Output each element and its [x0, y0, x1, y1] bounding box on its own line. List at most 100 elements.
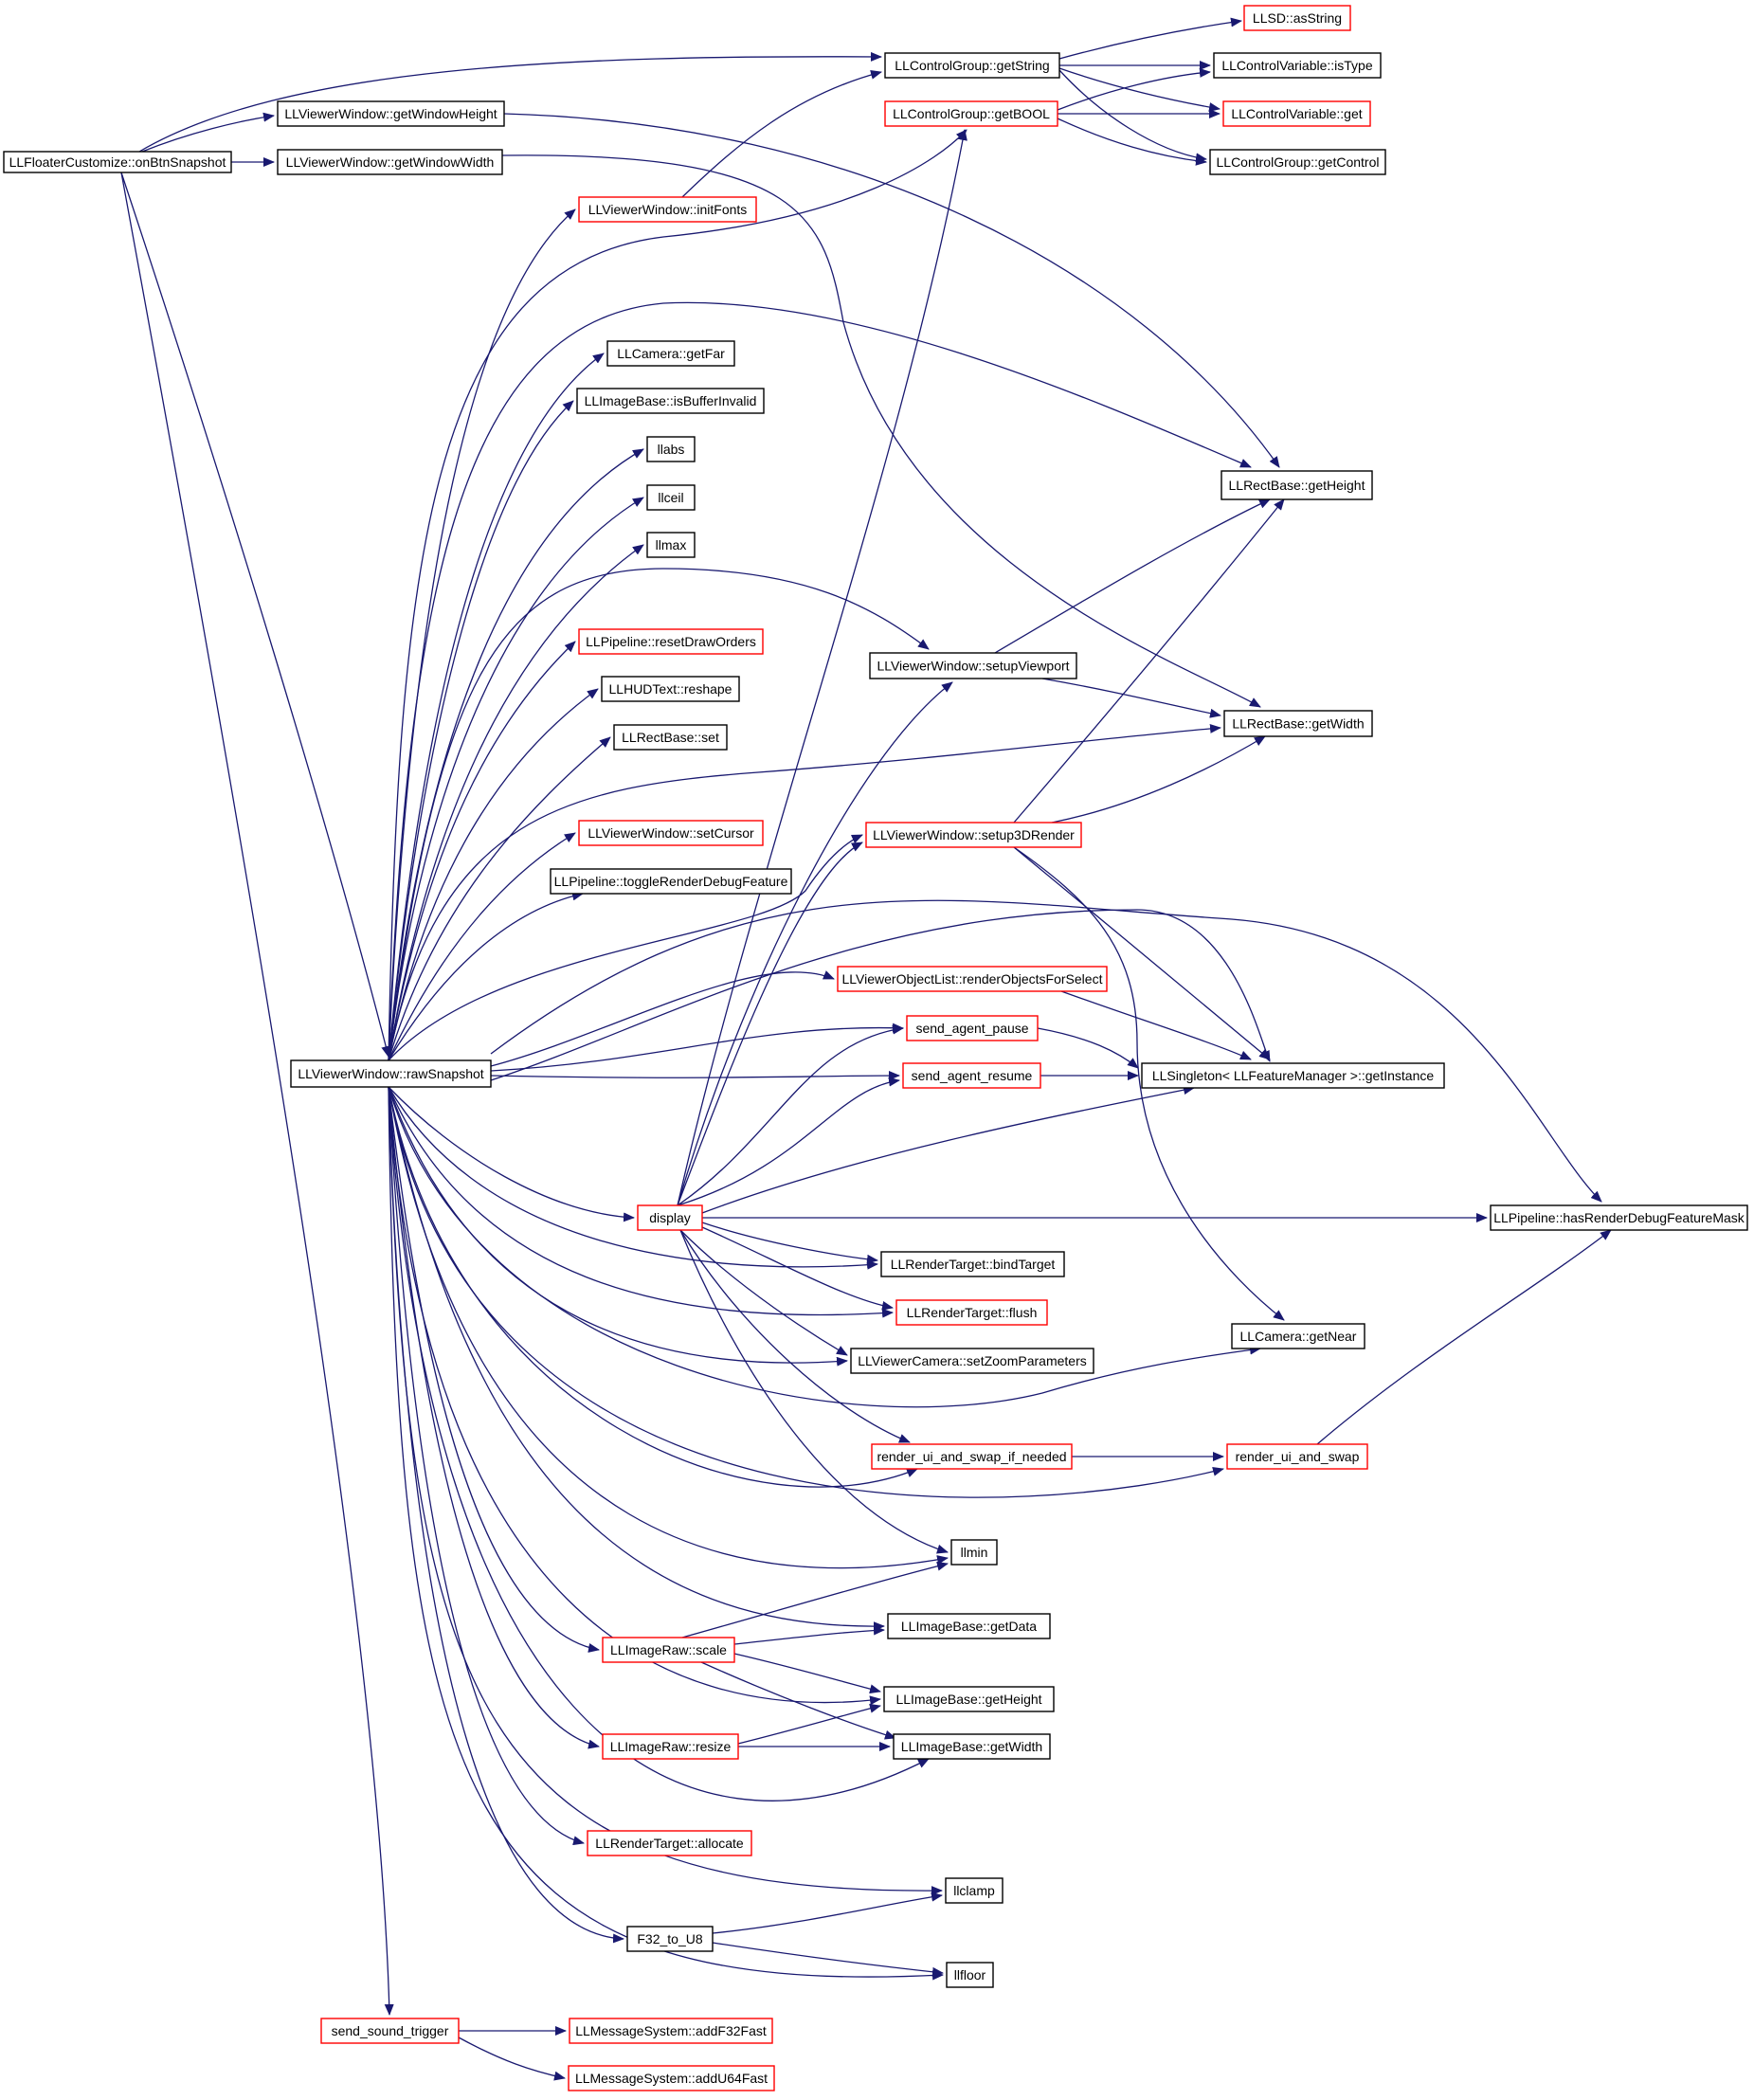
call-edge [1316, 1229, 1612, 1445]
call-edge [1057, 118, 1207, 166]
node-label: LLViewerWindow::setup3DRender [873, 827, 1075, 842]
graph-node[interactable]: LLImageRaw::scale [602, 1637, 735, 1663]
graph-node[interactable]: LLPipeline::resetDrawOrders [578, 628, 764, 655]
graph-node[interactable]: LLViewerCamera::setZoomParameters [850, 1348, 1094, 1374]
call-edge [490, 970, 835, 1067]
graph-node[interactable]: LLControlGroup::getControl [1209, 149, 1386, 175]
graph-node[interactable]: LLControlGroup::getString [884, 52, 1060, 79]
call-edge [679, 1229, 949, 1554]
node-label: LLControlGroup::getBOOL [893, 106, 1050, 121]
graph-node[interactable]: LLImageBase::getData [887, 1613, 1051, 1639]
graph-node[interactable]: LLCamera::getFar [606, 340, 735, 367]
graph-node[interactable]: F32_to_U8 [626, 1926, 714, 1952]
node-label: llfloor [954, 1967, 986, 1982]
graph-node[interactable]: LLViewerWindow::rawSnapshot [290, 1059, 492, 1088]
node-box [578, 820, 764, 846]
graph-node[interactable]: LLViewerWindow::setup3DRender [865, 822, 1082, 848]
graph-node[interactable]: llceil [646, 484, 696, 511]
graph-node[interactable]: llmin [950, 1539, 998, 1566]
graph-node[interactable]: LLRectBase::getHeight [1221, 470, 1373, 500]
graph-node[interactable]: LLViewerObjectList::renderObjectsForSele… [837, 966, 1108, 992]
node-label: LLSingleton< LLFeatureManager >::getInst… [1152, 1068, 1435, 1083]
graph-node[interactable]: LLRenderTarget::bindTarget [880, 1251, 1065, 1277]
node-label: LLImageRaw::resize [610, 1739, 732, 1754]
graph-node[interactable]: LLPipeline::hasRenderDebugFeatureMask [1490, 1204, 1748, 1231]
node-box [893, 1733, 1051, 1760]
graph-node[interactable]: LLRenderTarget::allocate [587, 1830, 752, 1856]
node-box [606, 340, 735, 367]
graph-node[interactable]: LLRectBase::set [613, 724, 728, 751]
node-box [1213, 52, 1382, 79]
call-edge [677, 1077, 900, 1206]
node-label: LLCamera::getNear [1240, 1329, 1357, 1344]
node-label: LLImageBase::getData [901, 1619, 1037, 1634]
graph-node[interactable]: render_ui_and_swap_if_needed [871, 1443, 1073, 1470]
graph-node[interactable]: LLSD::asString [1243, 5, 1351, 31]
call-edge [677, 842, 863, 1206]
node-label: LLRenderTarget::flush [907, 1305, 1038, 1320]
graph-node[interactable]: LLViewerWindow::setCursor [578, 820, 764, 846]
node-label: llmin [961, 1545, 988, 1560]
graph-node[interactable]: llclamp [945, 1877, 1004, 1904]
graph-node[interactable]: LLControlVariable::isType [1213, 52, 1382, 79]
graph-node[interactable]: LLControlVariable::get [1222, 100, 1371, 127]
graph-node[interactable]: LLMessageSystem::addU64Fast [568, 2065, 775, 2091]
node-box [602, 1733, 739, 1760]
node-label: LLImageBase::getWidth [901, 1739, 1042, 1754]
graph-node[interactable]: LLSingleton< LLFeatureManager >::getInst… [1141, 1062, 1445, 1089]
node-label: send_sound_trigger [332, 2023, 449, 2038]
graph-node[interactable]: LLViewerWindow::initFonts [578, 196, 757, 223]
node-box [865, 822, 1082, 848]
graph-node[interactable]: LLHUDText::reshape [601, 676, 740, 702]
call-edge [1058, 69, 1207, 163]
call-edge [388, 1086, 635, 1222]
call-edge [679, 1229, 911, 1443]
call-edge [388, 1086, 600, 1653]
node-box [602, 1637, 735, 1663]
graph-node[interactable]: LLImageBase::getWidth [893, 1733, 1051, 1760]
call-edge [712, 1942, 944, 1977]
graph-node[interactable]: LLControlGroup::getBOOL [884, 100, 1058, 127]
node-box [1490, 1204, 1748, 1231]
graph-node[interactable]: LLCamera::getNear [1231, 1323, 1365, 1349]
call-edge [1013, 846, 1271, 1060]
graph-node[interactable]: LLRectBase::getWidth [1223, 710, 1373, 737]
call-edge [388, 1086, 881, 1706]
graph-node[interactable]: LLViewerWindow::getWindowWidth [277, 149, 503, 175]
graph-node[interactable]: send_sound_trigger [320, 2018, 460, 2044]
call-edge [388, 832, 576, 1061]
graph-node[interactable]: LLRenderTarget::flush [895, 1299, 1048, 1326]
call-edge [388, 891, 584, 1061]
graph-node[interactable]: LLPipeline::toggleRenderDebugFeature [550, 868, 792, 895]
node-box [277, 100, 505, 127]
node-box [945, 1877, 1004, 1904]
node-label: LLMessageSystem::addF32Fast [575, 2023, 767, 2038]
call-edge [733, 1625, 885, 1645]
call-edge [1013, 846, 1285, 1321]
graph-node[interactable]: LLImageBase::isBufferInvalid [576, 388, 765, 414]
graph-node[interactable]: LLImageBase::getHeight [883, 1686, 1055, 1712]
call-edge [388, 834, 863, 1061]
node-box [869, 652, 1077, 679]
call-edge [490, 1023, 904, 1072]
graph-node[interactable]: render_ui_and_swap [1226, 1443, 1368, 1470]
call-edge [701, 1085, 1195, 1214]
graph-node[interactable]: llfloor [946, 1962, 994, 1988]
graph-node[interactable]: display [637, 1204, 703, 1231]
call-edge [120, 172, 394, 2016]
node-label: LLViewerWindow::rawSnapshot [298, 1066, 483, 1081]
node-label: send_agent_pause [915, 1021, 1028, 1036]
node-box [884, 100, 1058, 127]
graph-node[interactable]: LLViewerWindow::getWindowHeight [277, 100, 505, 127]
call-edge [388, 1086, 944, 1981]
node-box [550, 868, 792, 895]
node-label: LLPipeline::toggleRenderDebugFeature [554, 874, 788, 889]
graph-node[interactable]: LLViewerWindow::setupViewport [869, 652, 1077, 679]
graph-node[interactable]: LLFloaterCustomize::onBtnSnapshot [3, 151, 232, 173]
graph-node[interactable]: send_agent_resume [902, 1062, 1041, 1089]
graph-node[interactable]: LLImageRaw::resize [602, 1733, 739, 1760]
graph-node[interactable]: llabs [646, 436, 696, 462]
graph-node[interactable]: LLMessageSystem::addF32Fast [569, 2018, 773, 2044]
graph-node[interactable]: llmax [646, 532, 696, 558]
graph-node[interactable]: send_agent_pause [906, 1015, 1039, 1041]
